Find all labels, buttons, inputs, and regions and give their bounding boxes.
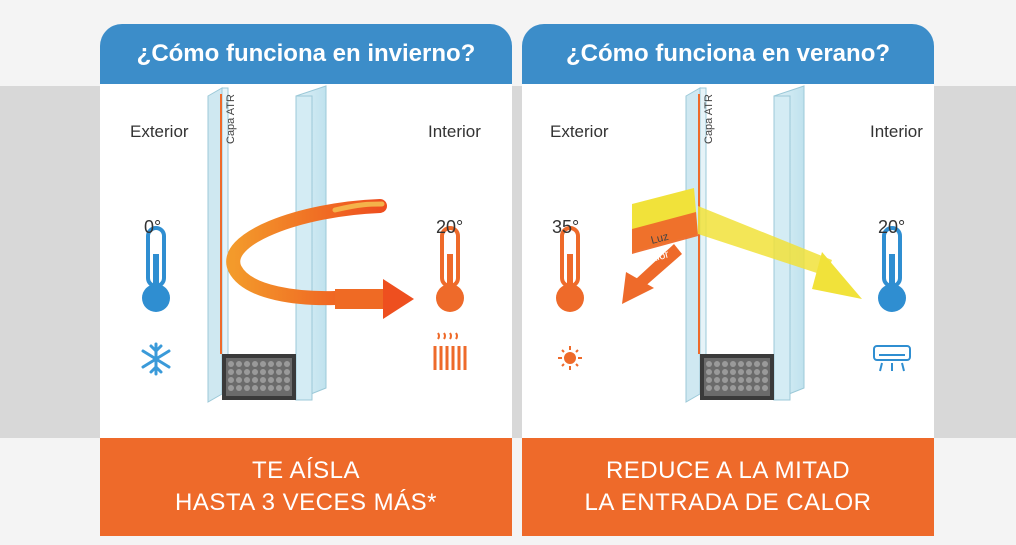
winter-panel: ¿Cómo funciona en invierno? Capa ATR xyxy=(100,24,512,536)
summer-exterior-label: Exterior xyxy=(550,122,609,141)
cold-thermometer-icon xyxy=(142,226,170,312)
winter-interior-temp: 20° xyxy=(436,217,464,237)
winter-caption-line1: TE AÍSLA xyxy=(251,457,361,484)
winter-glass-inner xyxy=(295,85,327,401)
summer-diagram: Capa ATR Luz xyxy=(556,85,911,403)
winter-title: ¿Cómo funciona en invierno? xyxy=(100,24,512,84)
winter-spacer xyxy=(222,354,296,400)
snowflake-icon xyxy=(141,342,171,376)
winter-exterior-label: Exterior xyxy=(130,122,189,141)
summer-caption: REDUCE A LA MITAD LA ENTRADA DE CALOR xyxy=(522,438,934,536)
winter-diagram: Capa ATR xyxy=(141,85,467,403)
summer-caption-line2: LA ENTRADA DE CALOR xyxy=(584,489,872,516)
winter-caption-line2: HASTA 3 VECES MÁS* xyxy=(175,489,437,516)
winter-interior-label: Interior xyxy=(428,122,481,141)
summer-heat-reflection-arrow xyxy=(622,212,698,304)
warm-thermometer-icon xyxy=(436,226,464,312)
summer-spacer xyxy=(700,354,774,400)
summer-exterior-temp: 35° xyxy=(552,217,580,237)
winter-caption: TE AÍSLA HASTA 3 VECES MÁS* xyxy=(100,438,512,536)
radiator-icon xyxy=(433,332,467,370)
air-conditioner-icon xyxy=(873,345,911,372)
summer-interior-label: Interior xyxy=(870,122,923,141)
summer-panel: ¿Cómo funciona en verano? Capa ATR xyxy=(522,24,934,536)
winter-atr-label: Capa ATR xyxy=(225,94,237,144)
winter-exterior-temp: 0° xyxy=(144,217,162,237)
winter-heat-reflection-arrow xyxy=(226,199,414,319)
summer-title: ¿Cómo funciona en verano? xyxy=(522,24,934,84)
summer-interior-temp: 20° xyxy=(878,217,906,237)
sun-icon xyxy=(558,346,582,370)
light-label: Luz xyxy=(650,231,670,247)
cool-thermometer-icon xyxy=(878,226,906,312)
summer-atr-label: Capa ATR xyxy=(703,94,715,144)
summer-caption-line1: REDUCE A LA MITAD xyxy=(605,457,851,484)
hot-thermometer-icon xyxy=(556,226,584,312)
